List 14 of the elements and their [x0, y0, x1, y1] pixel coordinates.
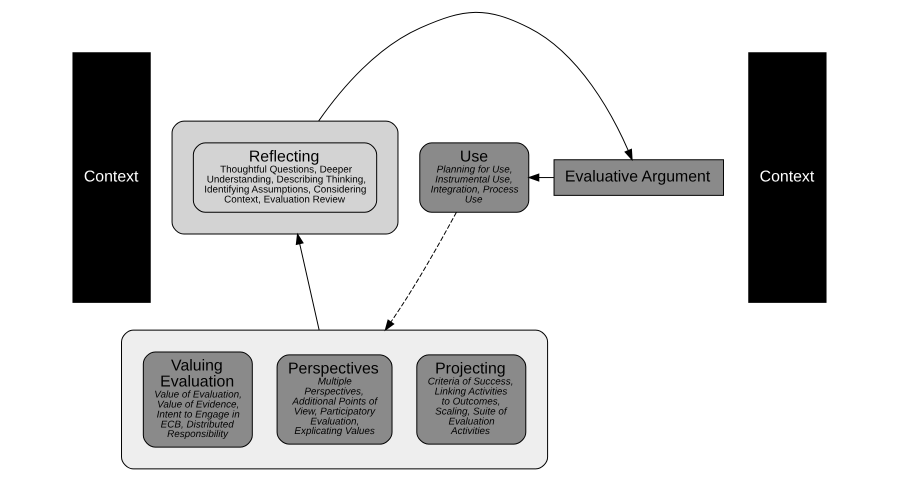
arrow	[526, 173, 554, 182]
arrow	[384, 212, 456, 332]
node-box: Projecting Criteria of Success, Linking Activities to Outcomes, Scaling, Suite of Evaluation Activities	[416, 354, 526, 445]
arrow	[318, 12, 632, 162]
node-box: Context	[72, 52, 150, 303]
node-box: Reflecting Thoughtful Questions, Deeper Understanding, Describing Thinking, Identifying Assumptions, Considering Context, Evaluation Review	[192, 142, 377, 213]
arrow	[295, 232, 320, 331]
node-box: Evaluative Argument	[553, 159, 724, 196]
node-box: Context	[748, 52, 826, 303]
node-box: Use Planning for Use, Instrumental Use, Integration, Process Use	[418, 142, 529, 213]
node-box: Valuing Evaluation Value of Evaluation, Value of Evidence, Intent to Engage in ECB, Distributed Responsibility	[142, 351, 252, 448]
node-box: Perspectives Multiple Perspectives, Additional Points of View, Participatory Evaluation, Explicating Values	[276, 354, 392, 445]
cluster	[120, 330, 548, 470]
cluster	[171, 120, 398, 235]
